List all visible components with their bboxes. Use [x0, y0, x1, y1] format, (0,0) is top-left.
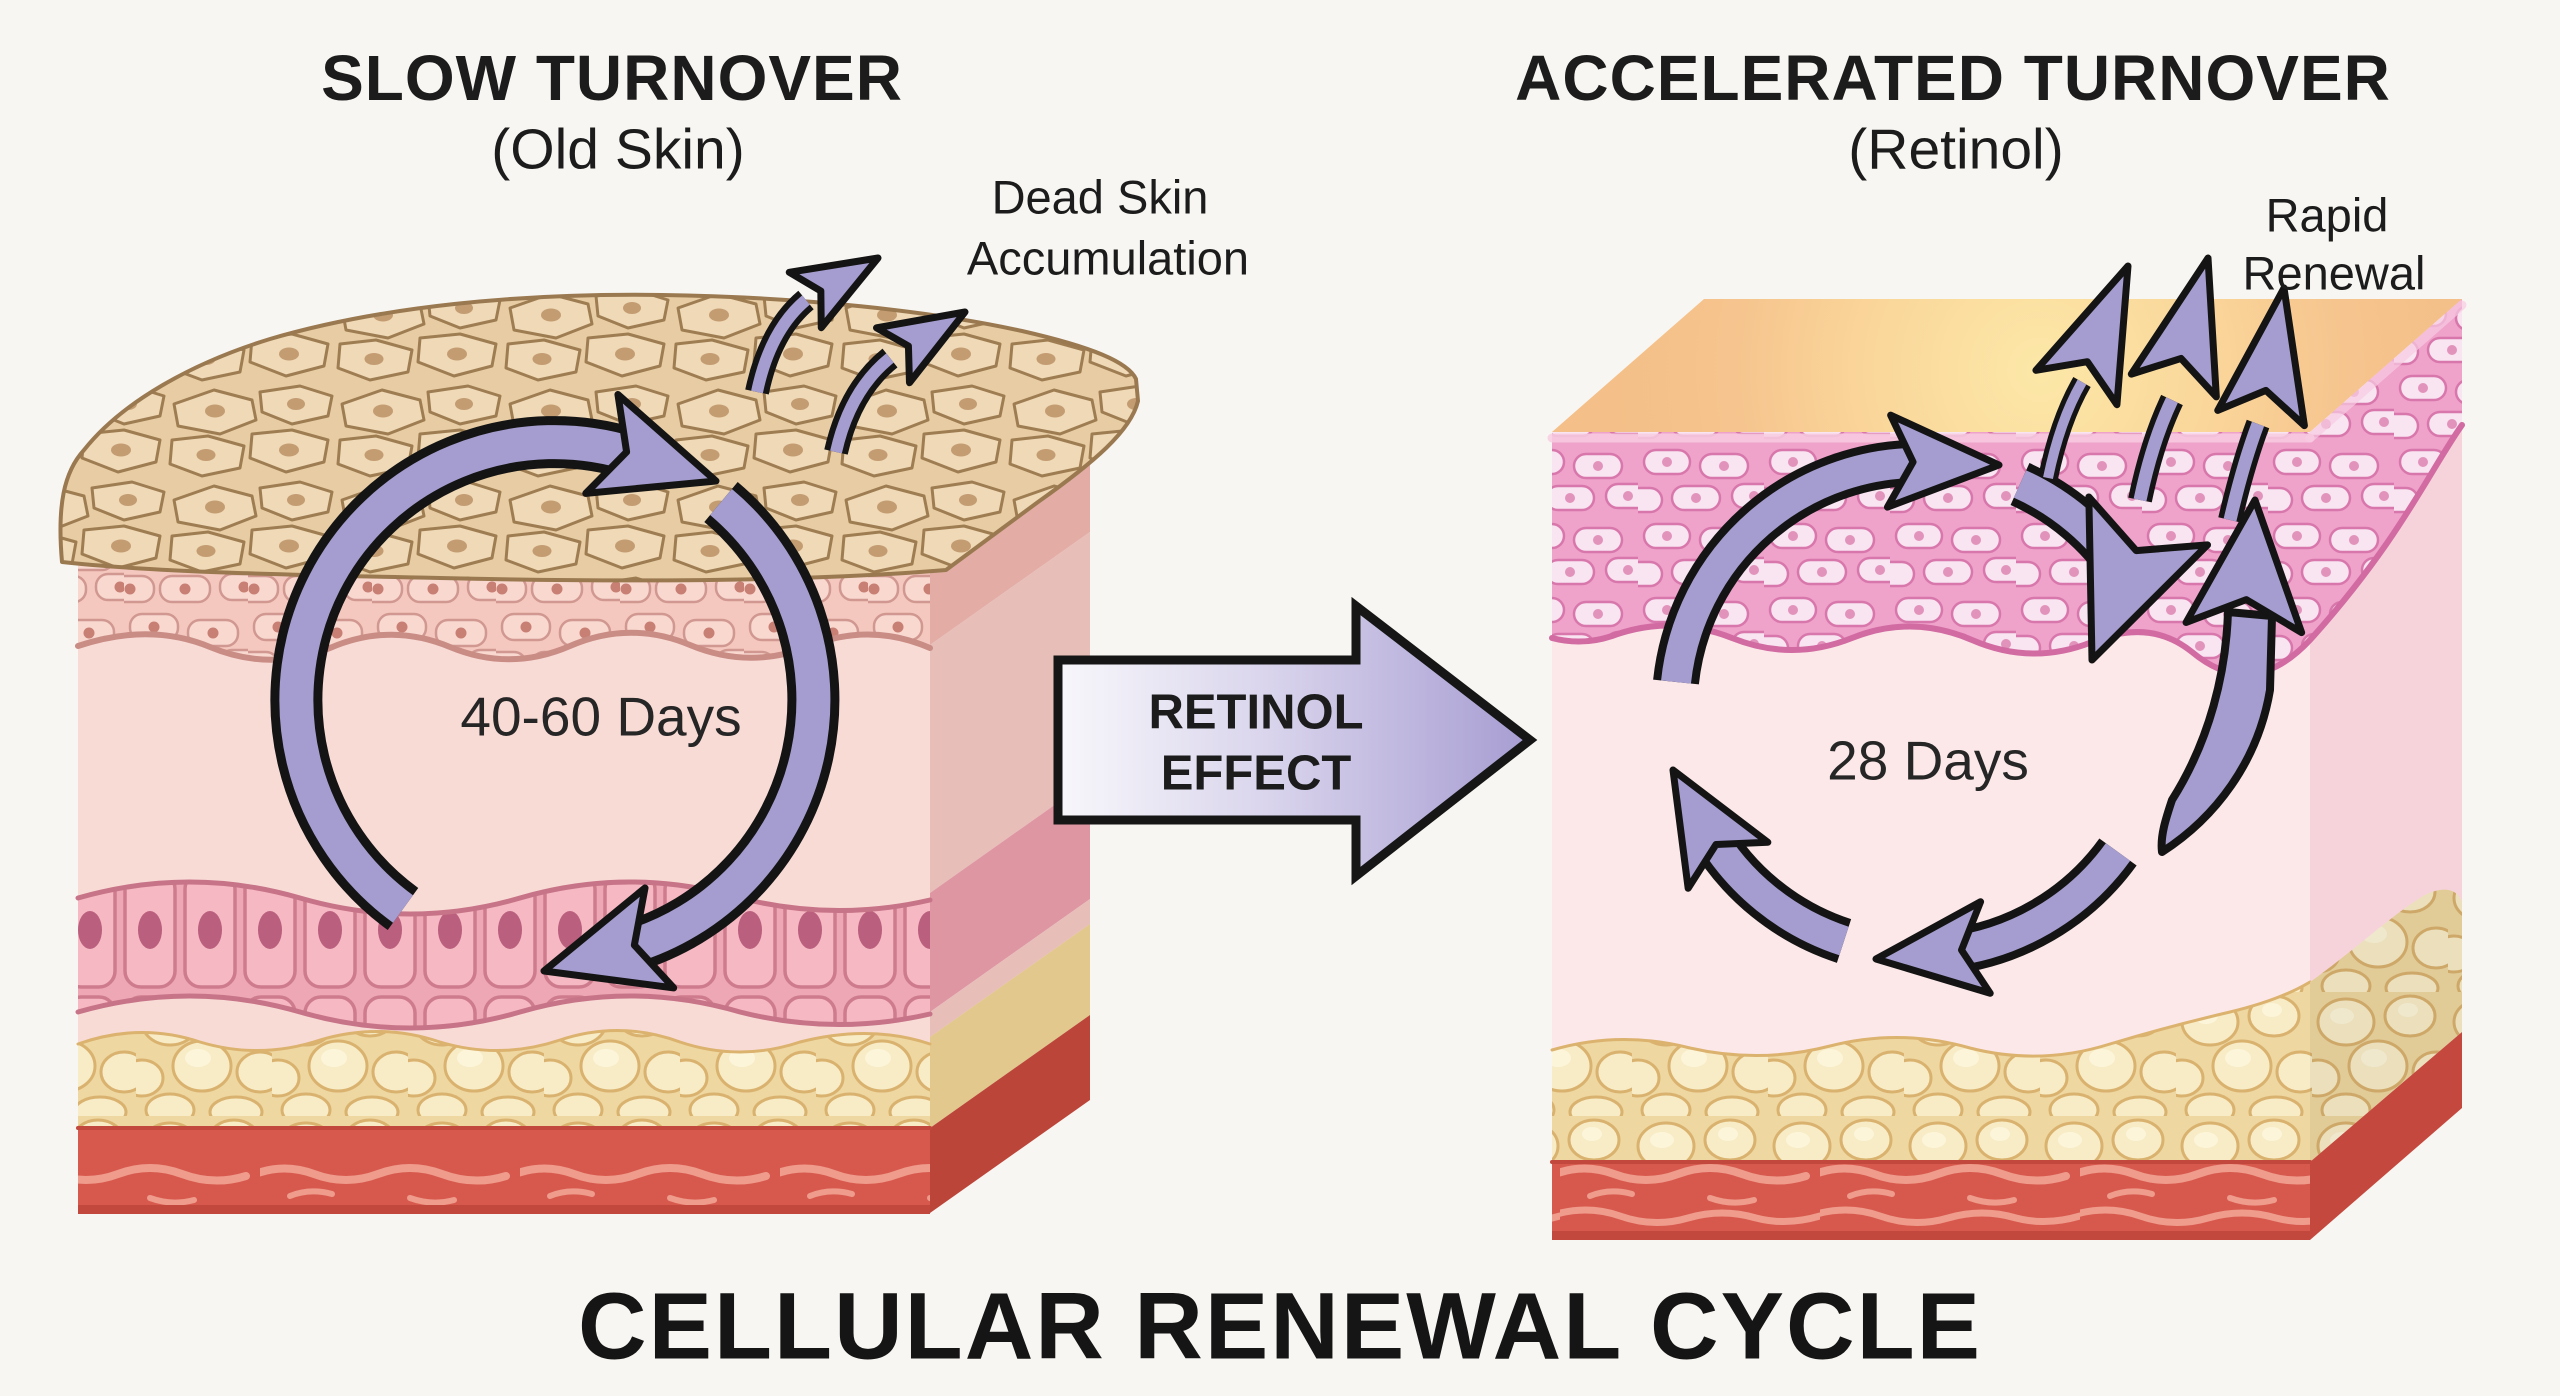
basal-side-left: [930, 780, 1090, 1012]
dermis-side-left-2: [930, 899, 1090, 1037]
muscle-layer-right: [1552, 1162, 2310, 1238]
left-title: SLOW TURNOVER: [321, 42, 903, 114]
muscle-bottom-edge-left: [78, 1205, 930, 1214]
rapid-renewal-arrows: [2036, 247, 2327, 523]
fat-layer-right: [1552, 982, 2310, 1162]
rapid-renewal-label-line2: Renewal: [2242, 246, 2426, 300]
muscle-side-right: [2310, 1032, 2462, 1240]
left-subtitle: (Old Skin): [491, 117, 745, 182]
right-cycle-duration: 28 Days: [1827, 729, 2029, 792]
fat-side-left: [930, 924, 1090, 1128]
left-cycle-duration: 40-60 Days: [460, 685, 742, 748]
fat-side-right: [2310, 889, 2462, 1162]
shedding-arrows: [745, 230, 981, 455]
right-subtitle: (Retinol): [1848, 117, 2064, 182]
muscle-bottom-edge-right: [1552, 1231, 2310, 1240]
basal-top-edge: [75, 879, 933, 917]
fat-top-edge-right: [1550, 980, 2312, 1058]
dead-skin-label-line1: Dead Skin: [991, 170, 1209, 224]
epidermis-top-rim-side: [2305, 300, 2467, 443]
rapid-renewal-label-line1: Rapid: [2265, 188, 2389, 242]
epidermis-side-left: [930, 447, 1090, 645]
dead-skin-label-line2: Accumulation: [966, 231, 1250, 285]
page-title: CELLULAR RENEWAL CYCLE: [578, 1273, 1982, 1380]
retinol-arrow-label-line1: RETINOL: [1148, 685, 1364, 740]
side-shade-left: [930, 447, 1090, 1213]
right-title: ACCELERATED TURNOVER: [1515, 42, 2391, 114]
fat-layer-left: [78, 1030, 930, 1128]
skin-surface-top-right: [1552, 299, 2462, 432]
dermis-side-left: [930, 532, 1090, 893]
retinol-effect-arrow: [1053, 596, 1538, 886]
fat-side-shade: [2310, 889, 2462, 1162]
fat-top-edge-left: [76, 1029, 932, 1054]
muscle-side-left: [930, 1015, 1090, 1213]
cycle-arrow-left: [270, 394, 840, 1021]
muscle-layer-left: [78, 1128, 930, 1206]
retinol-arrow-label-line2: EFFECT: [1160, 746, 1352, 801]
right-skin-block: [1547, 299, 2467, 1240]
renewal-swoosh-arrow: [2157, 495, 2313, 856]
basal-bottom-edge: [75, 993, 933, 1031]
